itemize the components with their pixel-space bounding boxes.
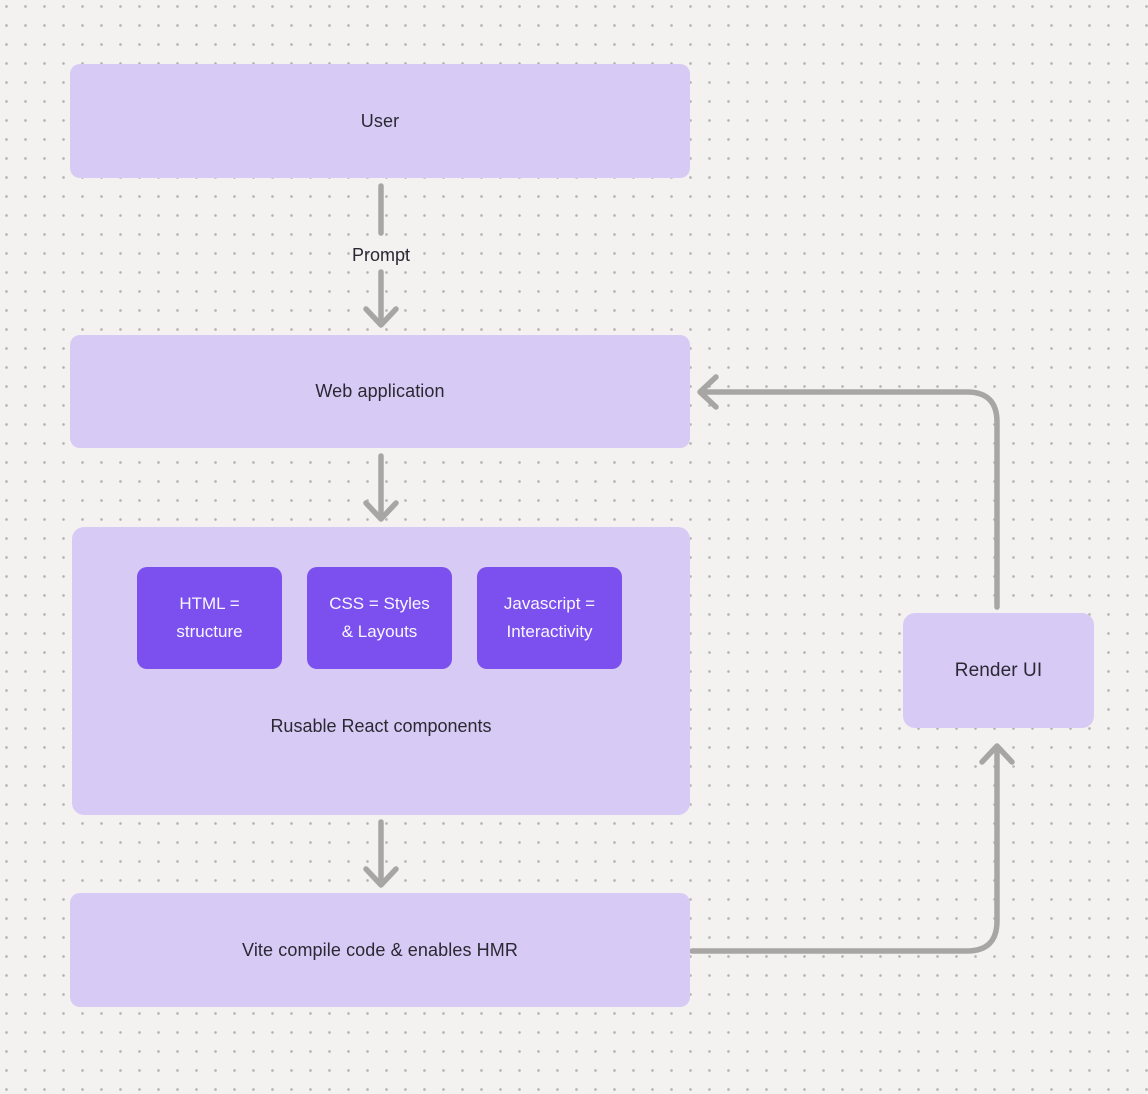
node-web-application-label: Web application [315, 381, 445, 401]
edge-user-to-webapp-arrowhead-icon [363, 306, 399, 328]
chip-html[interactable]: HTML = structure [137, 567, 282, 669]
node-render-ui-label: Render UI [954, 659, 1043, 681]
chip-css-label-line2: & Layouts [341, 622, 418, 641]
chip-html-label-line2: structure [176, 622, 243, 641]
chip-css[interactable]: CSS = Styles & Layouts [307, 567, 452, 669]
components-group-caption: Rusable React components [270, 716, 492, 736]
node-web-application[interactable]: Web application [70, 335, 690, 448]
node-user[interactable]: User [70, 64, 690, 178]
edge-webapp-to-components-arrowhead-icon [363, 500, 399, 522]
node-vite-label: Vite compile code & enables HMR [242, 939, 518, 960]
edge-components-to-vite-arrowhead-icon [363, 866, 399, 888]
chip-css-label-line1: CSS = Styles [329, 594, 430, 613]
node-render-ui[interactable]: Render UI [903, 613, 1094, 728]
node-vite[interactable]: Vite compile code & enables HMR [70, 893, 690, 1007]
edge-vite-to-render-arrowhead-icon [979, 743, 1015, 765]
node-user-label: User [360, 110, 400, 131]
chip-javascript[interactable]: Javascript = Interactivity [477, 567, 622, 669]
edge-render-to-webapp-arrowhead-icon [697, 374, 719, 410]
edge-prompt-label: Prompt [351, 245, 411, 265]
edge-vite-to-render-line [689, 747, 1000, 954]
edge-render-to-webapp-line [701, 389, 1000, 610]
chip-javascript-label-line2: Interactivity [506, 622, 593, 641]
chip-javascript-label-line1: Javascript = [503, 594, 596, 613]
chip-html-label-line1: HTML = [179, 594, 240, 613]
